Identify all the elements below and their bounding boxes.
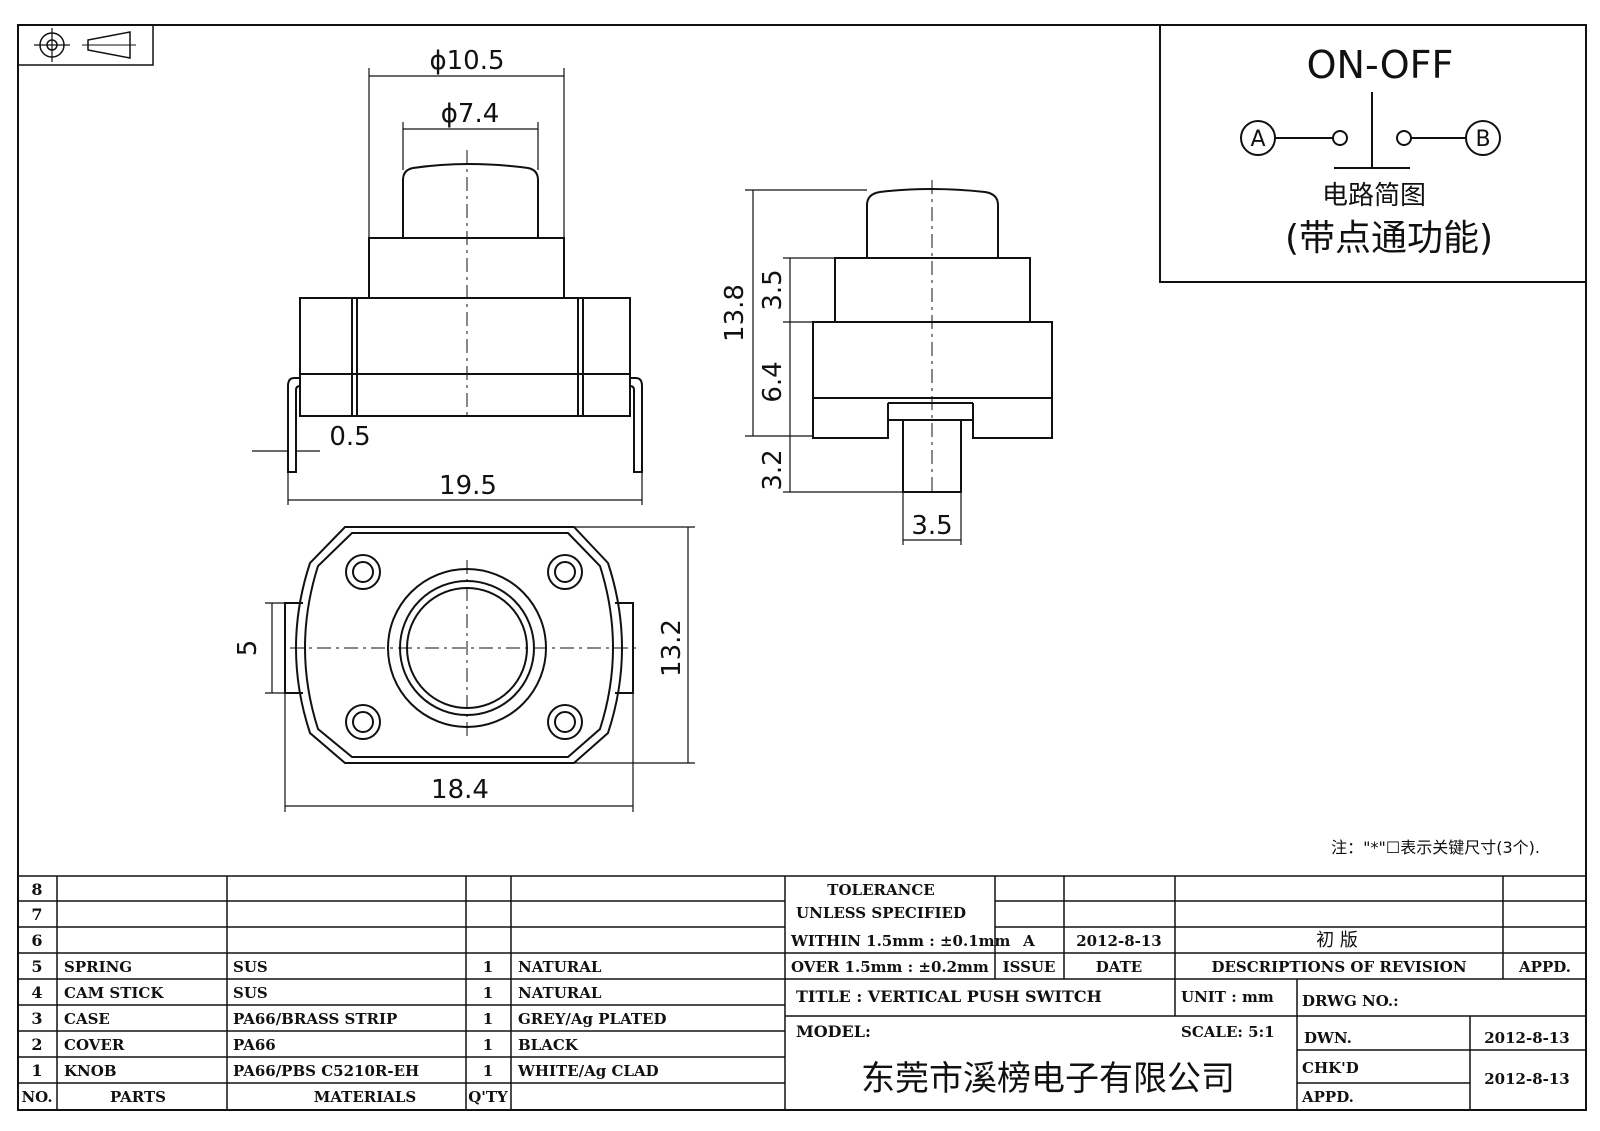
svg-text:PA66: PA66 xyxy=(233,1036,276,1054)
svg-text:6: 6 xyxy=(31,931,42,950)
svg-text:WHITE/Ag CLAD: WHITE/Ag CLAD xyxy=(517,1062,659,1080)
svg-text:1: 1 xyxy=(483,1010,493,1028)
projection-symbol-icon xyxy=(17,24,154,66)
scale-label: SCALE: 5:1 xyxy=(1181,1023,1275,1041)
svg-text:5: 5 xyxy=(31,957,42,976)
tolerance-line: TOLERANCE xyxy=(827,881,934,899)
issue-label: ISSUE xyxy=(1003,958,1056,976)
table-header: NO. PARTS MATERIALS Q'TY xyxy=(21,1088,508,1106)
svg-text:Q'TY: Q'TY xyxy=(468,1088,508,1106)
date-value: 2012-8-13 xyxy=(1076,932,1162,950)
drawing-title: TITLE : VERTICAL PUSH SWITCH xyxy=(796,987,1102,1006)
dwn-date: 2012-8-13 xyxy=(1484,1029,1570,1047)
dim-body-height: 6.4 xyxy=(758,361,788,402)
model-label: MODEL: xyxy=(796,1022,871,1041)
table-row: 3 CASE PA66/BRASS STRIP 1 GREY/Ag PLATED xyxy=(31,1009,666,1028)
dim-stem-height: 3.2 xyxy=(758,449,788,490)
svg-text:CAM STICK: CAM STICK xyxy=(64,984,164,1002)
sheet-border xyxy=(17,24,1587,1111)
title-block-grid xyxy=(18,875,1586,1110)
dim-bottom-spacing: 5 xyxy=(233,640,263,657)
table-row: 5 SPRING SUS 1 NATURAL xyxy=(31,957,601,976)
dim-bottom-height: 13.2 xyxy=(657,619,687,677)
terminal-b-icon xyxy=(1465,120,1501,156)
company-name: 东莞市溪榜电子有限公司 xyxy=(861,1059,1235,1099)
tolerance-line: UNLESS SPECIFIED xyxy=(796,904,966,922)
dim-pin-thickness: 0.5 xyxy=(329,422,370,452)
svg-text:SPRING: SPRING xyxy=(64,958,132,976)
table-row: 4 CAM STICK SUS 1 NATURAL xyxy=(31,983,601,1002)
dim-bottom-width: 18.4 xyxy=(431,775,489,805)
terminal-a-label: A xyxy=(1250,127,1265,152)
date-label: DATE xyxy=(1096,958,1142,976)
chkd-date: 2012-8-13 xyxy=(1484,1070,1570,1088)
table-row: 7 xyxy=(31,905,42,924)
revision-label: DESCRIPTIONS OF REVISION xyxy=(1211,958,1466,976)
svg-text:NO.: NO. xyxy=(21,1088,52,1106)
svg-text:3: 3 xyxy=(31,1009,42,1028)
svg-text:COVER: COVER xyxy=(64,1036,125,1054)
drwg-no-label: DRWG NO.: xyxy=(1302,992,1399,1010)
bottom-view xyxy=(284,526,634,764)
dim-stem-width: 3.5 xyxy=(911,511,952,541)
table-row: 2 COVER PA66 1 BLACK xyxy=(31,1035,578,1054)
bottom-dimension-lines xyxy=(265,526,695,812)
schematic-subcaption: (带点通功能) xyxy=(1285,218,1493,259)
dim-knob-outer: ϕ10.5 xyxy=(429,46,504,76)
key-dimension-note: 注："*"☐表示关键尺寸(3个). xyxy=(1331,838,1540,857)
svg-text:KNOB: KNOB xyxy=(64,1062,117,1080)
schematic-caption: 电路简图 xyxy=(1322,181,1426,211)
tolerance-line: OVER 1.5mm : ±0.2mm xyxy=(791,958,989,976)
svg-text:2: 2 xyxy=(31,1035,42,1054)
appd2-label: APPD. xyxy=(1301,1088,1354,1106)
table-row: 1 KNOB PA66/PBS C5210R-EH 1 WHITE/Ag CLA… xyxy=(31,1061,658,1080)
revision-value: 初 版 xyxy=(1316,930,1358,951)
svg-text:MATERIALS: MATERIALS xyxy=(314,1088,417,1106)
svg-text:PA66/BRASS STRIP: PA66/BRASS STRIP xyxy=(233,1010,397,1028)
schematic-title: ON-OFF xyxy=(1307,43,1454,87)
svg-text:1: 1 xyxy=(483,1036,493,1054)
svg-text:8: 8 xyxy=(31,880,42,899)
svg-text:SUS: SUS xyxy=(233,958,268,976)
svg-text:BLACK: BLACK xyxy=(518,1036,579,1054)
side-dimension-lines xyxy=(745,189,962,545)
svg-text:NATURAL: NATURAL xyxy=(518,984,602,1002)
issue-value: A xyxy=(1022,932,1035,950)
table-row: 6 xyxy=(31,931,42,950)
side-view xyxy=(812,188,1053,493)
title-block: TOLERANCE UNLESS SPECIFIED WITHIN 1.5mm … xyxy=(790,881,1571,1106)
dim-cover-height: 3.5 xyxy=(758,269,788,310)
svg-text:PARTS: PARTS xyxy=(110,1088,166,1106)
front-dimension-lines xyxy=(252,68,643,505)
appd-label: APPD. xyxy=(1518,958,1571,976)
unit-label: UNIT : mm xyxy=(1181,988,1274,1006)
dwn-label: DWN. xyxy=(1304,1029,1352,1047)
svg-text:PA66/PBS C5210R-EH: PA66/PBS C5210R-EH xyxy=(233,1062,419,1080)
circuit-schematic: ON-OFF A B 电路简图 (带点通功能) xyxy=(1159,24,1587,283)
svg-text:SUS: SUS xyxy=(233,984,268,1002)
svg-text:1: 1 xyxy=(31,1061,42,1080)
svg-text:NATURAL: NATURAL xyxy=(518,958,602,976)
svg-text:7: 7 xyxy=(31,905,42,924)
svg-text:1: 1 xyxy=(483,958,493,976)
dim-total-width: 19.5 xyxy=(439,471,497,501)
terminal-b-label: B xyxy=(1475,127,1490,152)
chkd-label: CHK'D xyxy=(1302,1059,1359,1077)
dim-knob-inner: ϕ7.4 xyxy=(441,99,500,129)
tolerance-line: WITHIN 1.5mm : ±0.1mm xyxy=(790,932,1011,950)
svg-text:GREY/Ag PLATED: GREY/Ag PLATED xyxy=(518,1010,667,1028)
front-view xyxy=(287,163,643,473)
svg-text:4: 4 xyxy=(31,983,42,1002)
svg-text:CASE: CASE xyxy=(64,1010,110,1028)
table-row: 8 xyxy=(31,880,42,899)
svg-text:1: 1 xyxy=(483,1062,493,1080)
parts-table: 8 7 6 5 SPRING SUS 1 NATURAL 4 CAM STICK… xyxy=(21,880,666,1106)
dim-total-height: 13.8 xyxy=(720,284,750,342)
svg-text:1: 1 xyxy=(483,984,493,1002)
